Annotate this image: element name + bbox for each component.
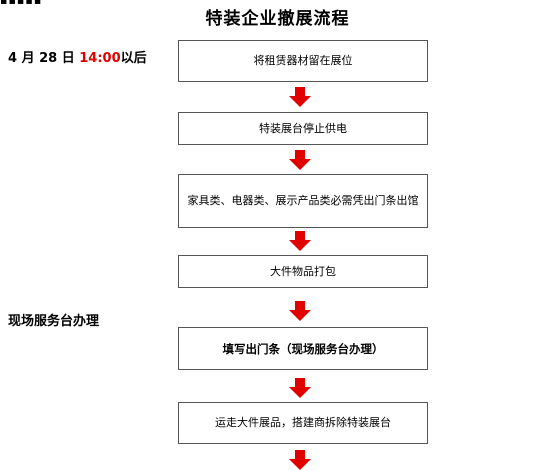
step-pack-large-items: 大件物品打包	[178, 255, 428, 288]
deadline-suffix: 以后	[120, 51, 147, 66]
deadline-label: 4 月 28 日 14:00以后	[8, 47, 147, 66]
arrow-down-icon	[289, 231, 311, 251]
page-title: 特装企业撤展流程	[205, 9, 350, 29]
service-desk-label: 现场服务台办理	[8, 314, 100, 329]
deadline-date: 4 月 28 日	[8, 51, 80, 66]
step-remove-exhibits-dismantle: 运走大件展品，搭建商拆除特装展台	[178, 402, 428, 444]
step-leave-rental-equipment: 将租赁器材留在展位	[178, 40, 428, 82]
step-stop-power-supply: 特装展台停止供电	[178, 112, 428, 145]
arrow-down-icon	[289, 150, 311, 170]
arrow-down-icon	[289, 378, 311, 398]
arrow-down-icon	[289, 450, 311, 470]
deadline-time: 14:00	[79, 51, 121, 66]
step-fill-exit-pass: 填写出门条（现场服务台办理）	[178, 327, 428, 370]
step-exit-pass-required: 家具类、电器类、展示产品类必需凭出门条出馆	[178, 174, 428, 228]
arrow-down-icon	[289, 87, 311, 107]
arrow-down-icon	[289, 301, 311, 321]
corner-text: ▪▪▪▪▪	[0, 0, 43, 7]
